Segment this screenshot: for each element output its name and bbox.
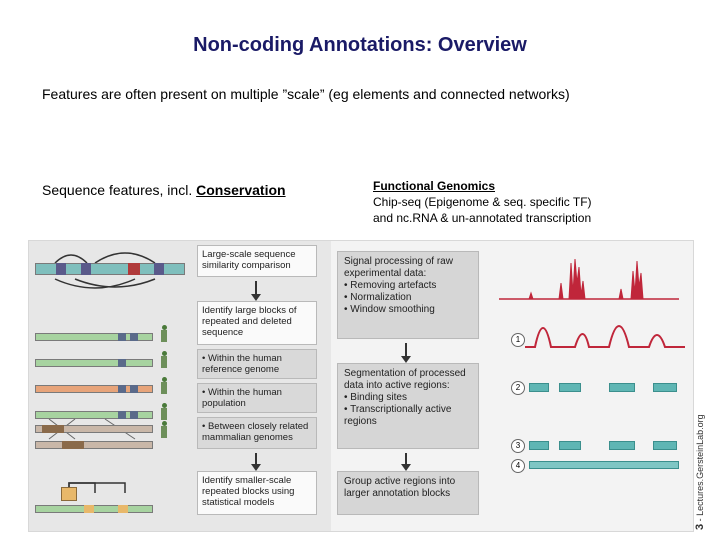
- active-region: [529, 383, 549, 392]
- step-number-3: 3: [511, 439, 525, 453]
- slide-subtitle: Features are often present on multiple ”…: [42, 86, 570, 102]
- person-icon: [159, 403, 169, 423]
- step-identify-blocks: Identify large blocks of repeated and de…: [197, 301, 317, 345]
- substep-population: • Within the human population: [197, 383, 317, 413]
- step-statistical-models: Identify smaller-scale repeated blocks u…: [197, 471, 317, 515]
- pipeline-figure: Large-scale sequence similarity comparis…: [28, 240, 694, 532]
- right-heading: Functional Genomics Chip-seq (Epigenome …: [373, 178, 592, 226]
- person-icon: [159, 377, 169, 397]
- sequence-bar: [35, 441, 153, 449]
- active-region: [529, 441, 549, 450]
- right-heading-line3: and nc.RNA & un-annotated transcription: [373, 211, 592, 225]
- flow-arrow: [251, 281, 261, 301]
- right-heading-title: Functional Genomics: [373, 179, 496, 193]
- sequence-panel: Large-scale sequence similarity comparis…: [29, 241, 331, 531]
- sequence-bar: [35, 425, 153, 433]
- raw-signal-track: [499, 258, 679, 300]
- active-region: [559, 441, 581, 450]
- signal-bullet-artefacts: • Removing artefacts: [344, 280, 437, 291]
- flow-arrow: [251, 453, 261, 471]
- sequence-bar: [35, 505, 153, 513]
- left-heading: Sequence features, incl. Conservation: [42, 182, 286, 198]
- active-region: [609, 383, 635, 392]
- smoothed-signal-track: [525, 325, 685, 348]
- step-segmentation: Segmentation of processed data into acti…: [337, 363, 479, 449]
- flow-arrow: [401, 453, 411, 471]
- substep-mammalian-genomes: • Between closely related mammalian geno…: [197, 417, 317, 449]
- annotation-block: [529, 461, 679, 469]
- left-heading-emph: Conservation: [196, 182, 286, 198]
- sequence-bar: [35, 333, 153, 341]
- slide-number: 3: [694, 523, 706, 530]
- sequence-bar: [35, 359, 153, 367]
- segmentation-title: Segmentation of processed data into acti…: [344, 368, 466, 391]
- credit-text: - Lectures.GersteinLab.org: [695, 414, 705, 524]
- segmentation-bullet-binding: • Binding sites: [344, 392, 407, 403]
- segmentation-bullet-transcription: • Transcriptionally active regions: [344, 404, 452, 427]
- step-signal-processing: Signal processing of raw experimental da…: [337, 251, 479, 339]
- step-similarity-comparison: Large-scale sequence similarity comparis…: [197, 245, 317, 277]
- similarity-arcs: [54, 252, 156, 289]
- active-region: [559, 383, 581, 392]
- right-heading-line2: Chip-seq (Epigenome & seq. specific TF): [373, 195, 592, 209]
- step-number-4: 4: [511, 459, 525, 473]
- person-icon: [159, 421, 169, 441]
- sequence-bar: [35, 385, 153, 393]
- step-number-2: 2: [511, 381, 525, 395]
- active-region: [653, 441, 677, 450]
- substep-reference-genome: • Within the human reference genome: [197, 349, 317, 379]
- signal-bullet-normalization: • Normalization: [344, 292, 412, 303]
- left-heading-prefix: Sequence features, incl.: [42, 182, 197, 198]
- signal-title: Signal processing of raw experimental da…: [344, 256, 453, 279]
- step-annotation-blocks: Group active regions into larger annotat…: [337, 471, 479, 515]
- reference-chromosome: [35, 263, 185, 275]
- active-region: [653, 383, 677, 392]
- flow-arrow: [401, 343, 411, 363]
- signal-bullet-smoothing: • Window smoothing: [344, 304, 435, 315]
- sequence-bar: [35, 411, 153, 419]
- lecture-credit: 3 - Lectures.GersteinLab.org: [694, 414, 706, 530]
- person-icon: [159, 325, 169, 345]
- grid-block: [61, 487, 77, 501]
- slide-title: Non-coding Annotations: Overview: [193, 34, 527, 56]
- step-number-1: 1: [511, 333, 525, 347]
- active-region: [609, 441, 635, 450]
- person-icon: [159, 351, 169, 371]
